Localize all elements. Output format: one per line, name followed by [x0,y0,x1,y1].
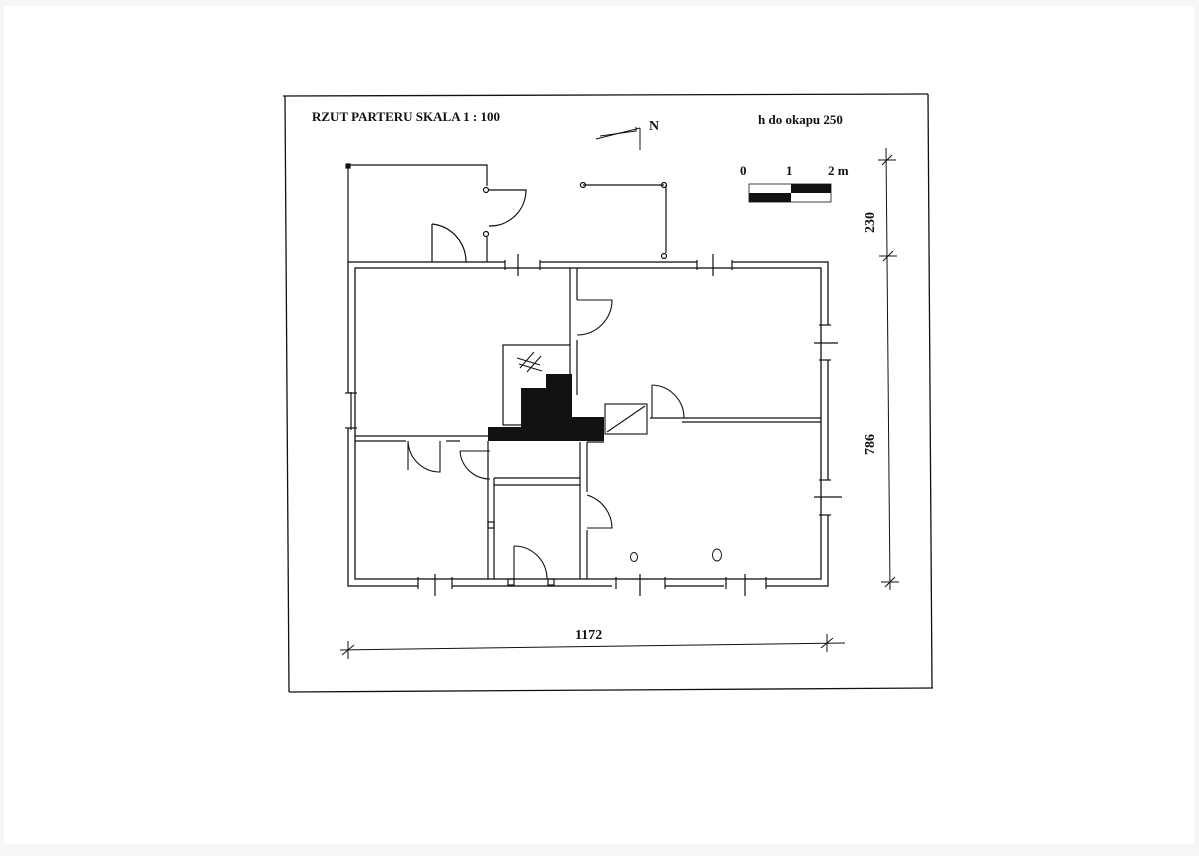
fixtures [630,548,722,562]
scale-bar: 0 1 2 m [740,163,849,203]
scale-label-0: 0 [740,163,747,178]
north-label: N [649,119,659,134]
scale-label-2: 2 m [828,163,849,178]
eaves-height-label: h do okapu 250 [758,112,843,127]
depth-dimension-line [878,147,899,591]
flue-hatch-icon [516,351,543,373]
chimney-block [488,374,604,441]
width-dimension-line [339,634,846,659]
scale-label-1: 1 [786,163,793,178]
north-arrow-icon [595,127,641,150]
windows [345,254,842,596]
annex-depth-label: 230 [863,212,878,233]
drawing-frame [282,93,934,693]
interior-doors [407,299,685,580]
annex-structure [345,163,668,263]
drawing-title: RZUT PARTERU SKALA 1 : 100 [312,109,500,124]
depth-dimension-label: 786 [863,434,878,455]
width-dimension-label: 1172 [575,628,602,643]
interior-walls [355,268,821,579]
appliance-box [604,403,648,435]
